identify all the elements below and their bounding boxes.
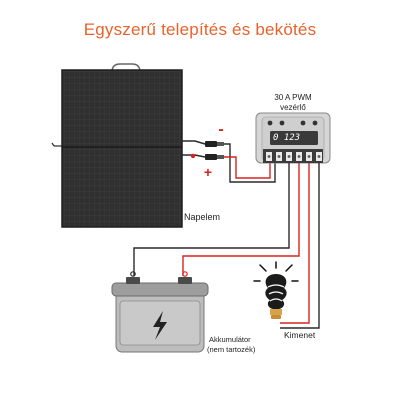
panel-to-controller-wires — [224, 143, 276, 183]
indicator-led-4 — [312, 120, 318, 126]
mc4-connector-positive — [205, 154, 217, 160]
battery-label-line2: (nem tartozék) — [207, 345, 256, 354]
mc4-connector-negative — [205, 141, 217, 147]
battery — [111, 271, 209, 353]
battery-terminal-negative — [126, 277, 140, 284]
minus-sign: - — [218, 121, 224, 138]
positive-marker — [190, 153, 196, 159]
controller-display — [270, 131, 318, 145]
panel-cells — [61, 69, 183, 228]
controller-to-load-wires — [280, 163, 320, 329]
controller-display-reading: 0 123 — [273, 133, 301, 143]
controller-label-line1: 30 A PWM — [274, 93, 312, 102]
battery-terminal-positive — [178, 277, 192, 284]
controller-to-battery-wires — [133, 163, 300, 276]
output-label: Kimenet — [284, 330, 316, 340]
indicator-led-3 — [300, 120, 306, 126]
panel-handle — [111, 63, 141, 73]
charge-controller — [255, 112, 331, 164]
plus-sign: + — [203, 164, 213, 180]
indicator-led-1 — [267, 120, 273, 126]
controller-label-line2: vezérlő — [280, 103, 306, 112]
page-title: Egyszerű telepítés és bekötés — [83, 20, 317, 39]
solar-panel — [51, 63, 183, 228]
panel-cables — [182, 140, 224, 160]
lightning-bolt-icon — [153, 311, 167, 340]
panel-label: Napelem — [184, 212, 221, 222]
battery-label-line1: Akkumulátor — [209, 335, 251, 344]
indicator-led-2 — [279, 120, 285, 126]
light-bulb-icon — [253, 261, 299, 319]
